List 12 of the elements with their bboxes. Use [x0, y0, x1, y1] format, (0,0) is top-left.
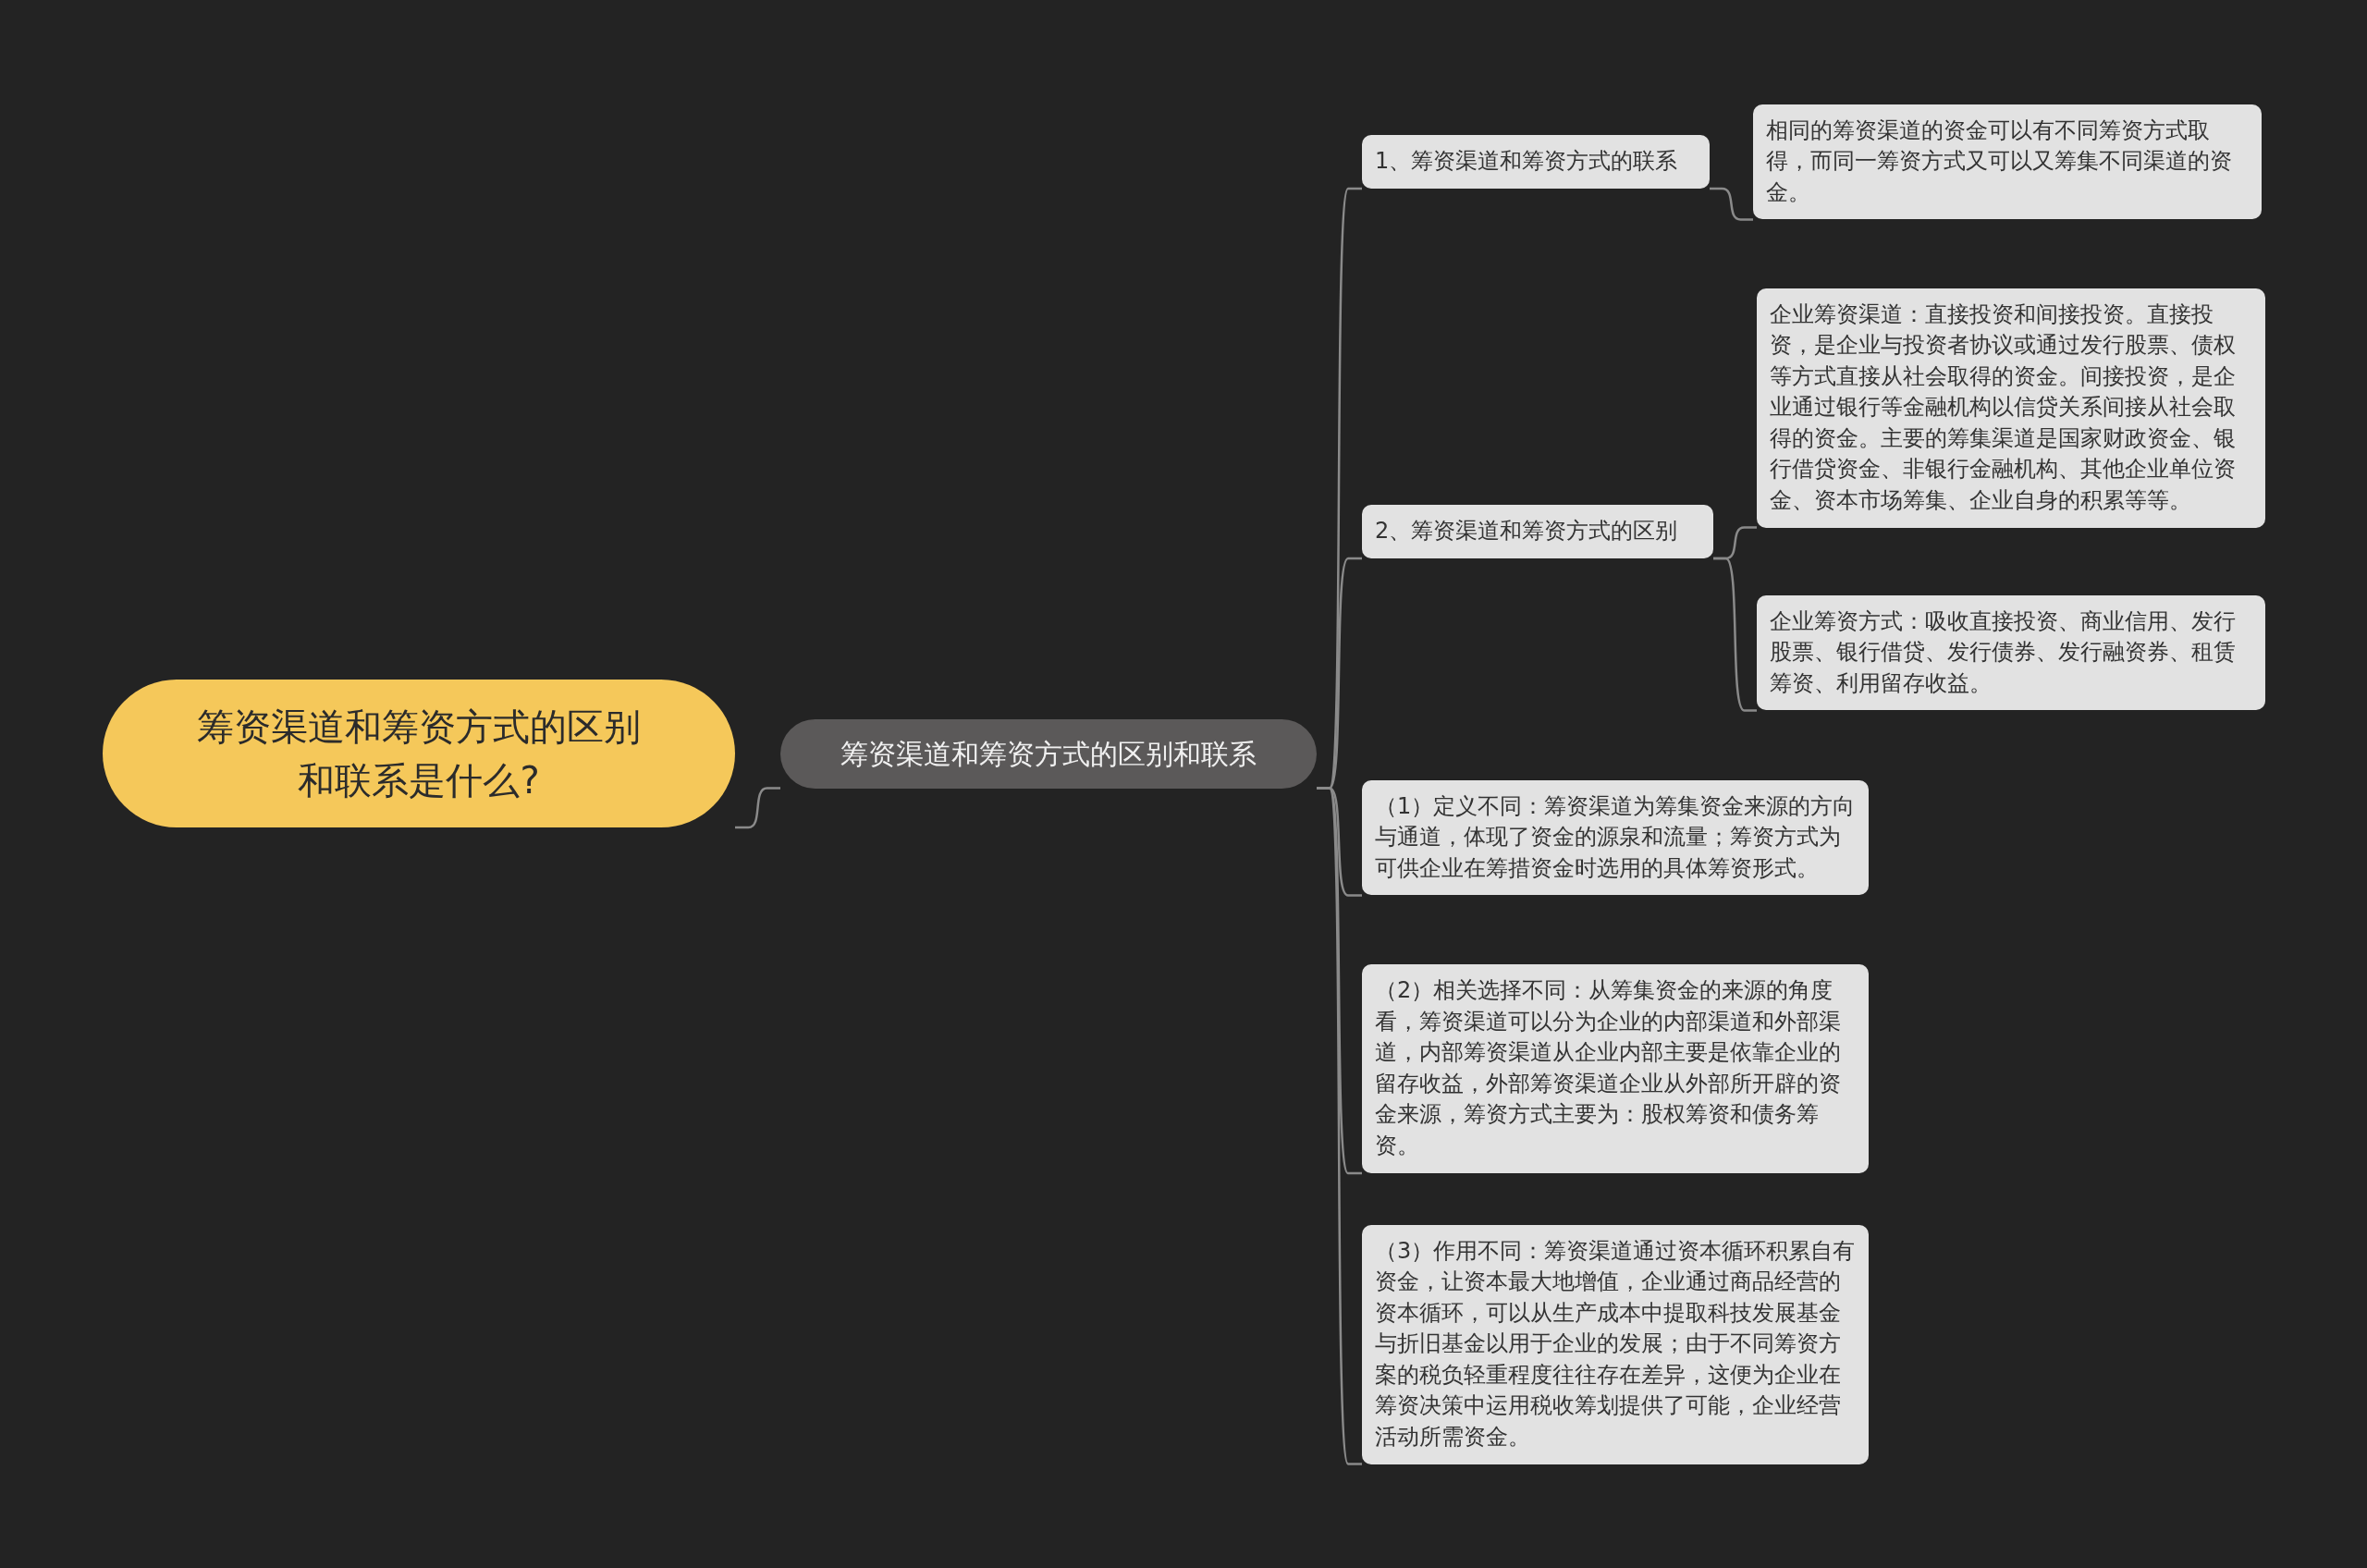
subtopic-box: 2、筹资渠道和筹资方式的区别 [1362, 505, 1713, 558]
note-box: （3）作用不同：筹资渠道通过资本循环积累自有资金，让资本最大地增值，企业通过商品经营的资本循环，可以从生产成本中提取科技发展基金与折旧基金以用于企业的发展；由于不同筹资方案的税负轻重程度往往存在差异，这便为企业在筹资决策中运用税收筹划提供了可能，企业经营活动所需资金。 [1362, 1224, 1869, 1464]
note-box: 企业筹资渠道：直接投资和间接投资。直接投资，是企业与投资者协议或通过发行股票、债权等方式直接从社会取得的资金。间接投资，是企业通过银行等金融机构以信贷关系间接从社会取得的资金。主要的筹集渠道是国家财政资金、银行借贷资金、非银行金融机构、其他企业单位资金、资本市场筹集、企业自身的积累等等。 [1757, 288, 2265, 528]
connector-line [1710, 187, 1753, 221]
root-topic: 筹资渠道和筹资方式的区别和联系是什么? [103, 680, 735, 827]
note-box: 相同的筹资渠道的资金可以有不同筹资方式取得，而同一筹资方式又可以又筹集不同渠道的资金。 [1753, 104, 2262, 220]
note-box: （2）相关选择不同：从筹集资金的来源的角度看，筹资渠道可以分为企业的内部渠道和外部渠道，内部筹资渠道从企业内部主要是依靠企业的留存收益，外部筹资渠道企业从外部所开辟的资金来源，筹资方式主要为：股权筹资和债务筹资。 [1362, 964, 1869, 1173]
subtopic-box: 1、筹资渠道和筹资方式的联系 [1362, 135, 1710, 189]
main-topic: 筹资渠道和筹资方式的区别和联系 [780, 718, 1317, 789]
connector-line [735, 787, 780, 829]
note-box: （1）定义不同：筹资渠道为筹集资金来源的方向与通道，体现了资金的源泉和流量；筹资方式为可供企业在筹措资金时选用的具体筹资形式。 [1362, 779, 1869, 896]
note-box: 企业筹资方式：吸收直接投资、商业信用、发行股票、银行借贷、发行债券、发行融资券、租赁筹资、利用留存收益。 [1757, 594, 2265, 711]
